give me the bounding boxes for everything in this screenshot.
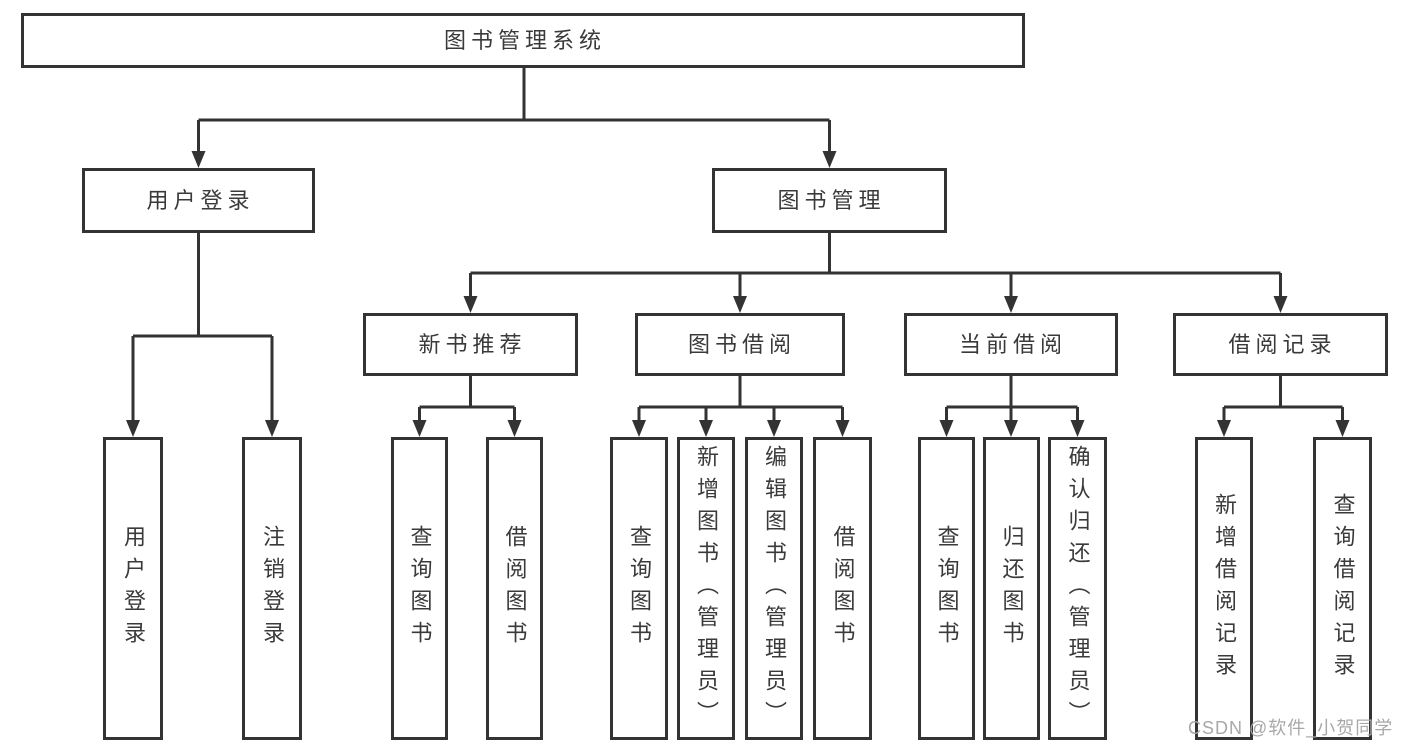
- connector-user-login: [131, 233, 274, 422]
- leaf-label: 新增图书（管理员）: [694, 444, 719, 733]
- node-new-book-recommend: 新书推荐: [363, 313, 578, 376]
- leaf-query-books-current: 查询图书: [918, 437, 975, 740]
- node-user-login: 用户登录: [82, 168, 315, 233]
- leaf-return-books: 归还图书: [983, 437, 1040, 740]
- node-book-management: 图书管理: [712, 168, 947, 233]
- leaf-query-books-recommend: 查询图书: [391, 437, 448, 740]
- leaf-label: 注销登录: [260, 524, 285, 653]
- connector-book-borrow: [637, 376, 844, 422]
- leaf-add-books-admin: 新增图书（管理员）: [677, 437, 735, 740]
- leaf-borrow-books-recommend: 借阅图书: [486, 437, 543, 740]
- leaf-label: 查询图书: [407, 524, 433, 653]
- leaf-label: 查询图书: [934, 524, 960, 653]
- leaf-label: 归还图书: [999, 524, 1025, 653]
- leaf-confirm-return-admin: 确认归还（管理员）: [1048, 437, 1107, 740]
- leaf-user-login: 用户登录: [103, 437, 163, 740]
- node-label: 用户登录: [146, 187, 255, 213]
- node-label: 图书管理系统: [443, 27, 606, 53]
- node-label: 借阅记录: [1228, 331, 1337, 357]
- node-label: 新书推荐: [418, 331, 527, 357]
- leaf-label: 编辑图书（管理员）: [762, 444, 787, 733]
- leaf-label: 新增借阅记录: [1212, 492, 1237, 685]
- leaf-query-borrow-record: 查询借阅记录: [1313, 437, 1372, 740]
- leaf-logout-login: 注销登录: [242, 437, 302, 740]
- leaf-add-borrow-record: 新增借阅记录: [1195, 437, 1253, 740]
- leaf-label: 借阅图书: [502, 524, 528, 653]
- leaf-label: 查询借阅记录: [1330, 492, 1356, 685]
- node-library-management-system: 图书管理系统: [21, 13, 1025, 68]
- node-label: 图书管理: [777, 187, 886, 213]
- connector-root: [197, 68, 831, 153]
- connector-book-management: [469, 233, 1282, 298]
- csdn-watermark: CSDN @软件_小贺同学: [1188, 718, 1394, 738]
- leaf-label: 确认归还（管理员）: [1065, 444, 1091, 733]
- leaf-query-books-borrow: 查询图书: [610, 437, 668, 740]
- node-borrow-records: 借阅记录: [1173, 313, 1388, 376]
- leaf-label: 借阅图书: [830, 524, 856, 653]
- arrowheads: [126, 151, 1350, 437]
- leaf-edit-books-admin: 编辑图书（管理员）: [745, 437, 803, 740]
- leaf-label: 用户登录: [121, 524, 146, 653]
- node-label: 当前借阅: [958, 331, 1067, 357]
- leaf-label: 查询图书: [627, 524, 652, 653]
- leaf-borrow-books: 借阅图书: [813, 437, 872, 740]
- node-book-borrow: 图书借阅: [635, 313, 845, 376]
- connector-new-book-recommend: [418, 376, 516, 422]
- connector-borrow-records: [1222, 376, 1344, 422]
- node-label: 图书借阅: [687, 331, 796, 357]
- node-current-borrow: 当前借阅: [904, 313, 1118, 376]
- connector-current-borrow: [945, 376, 1079, 422]
